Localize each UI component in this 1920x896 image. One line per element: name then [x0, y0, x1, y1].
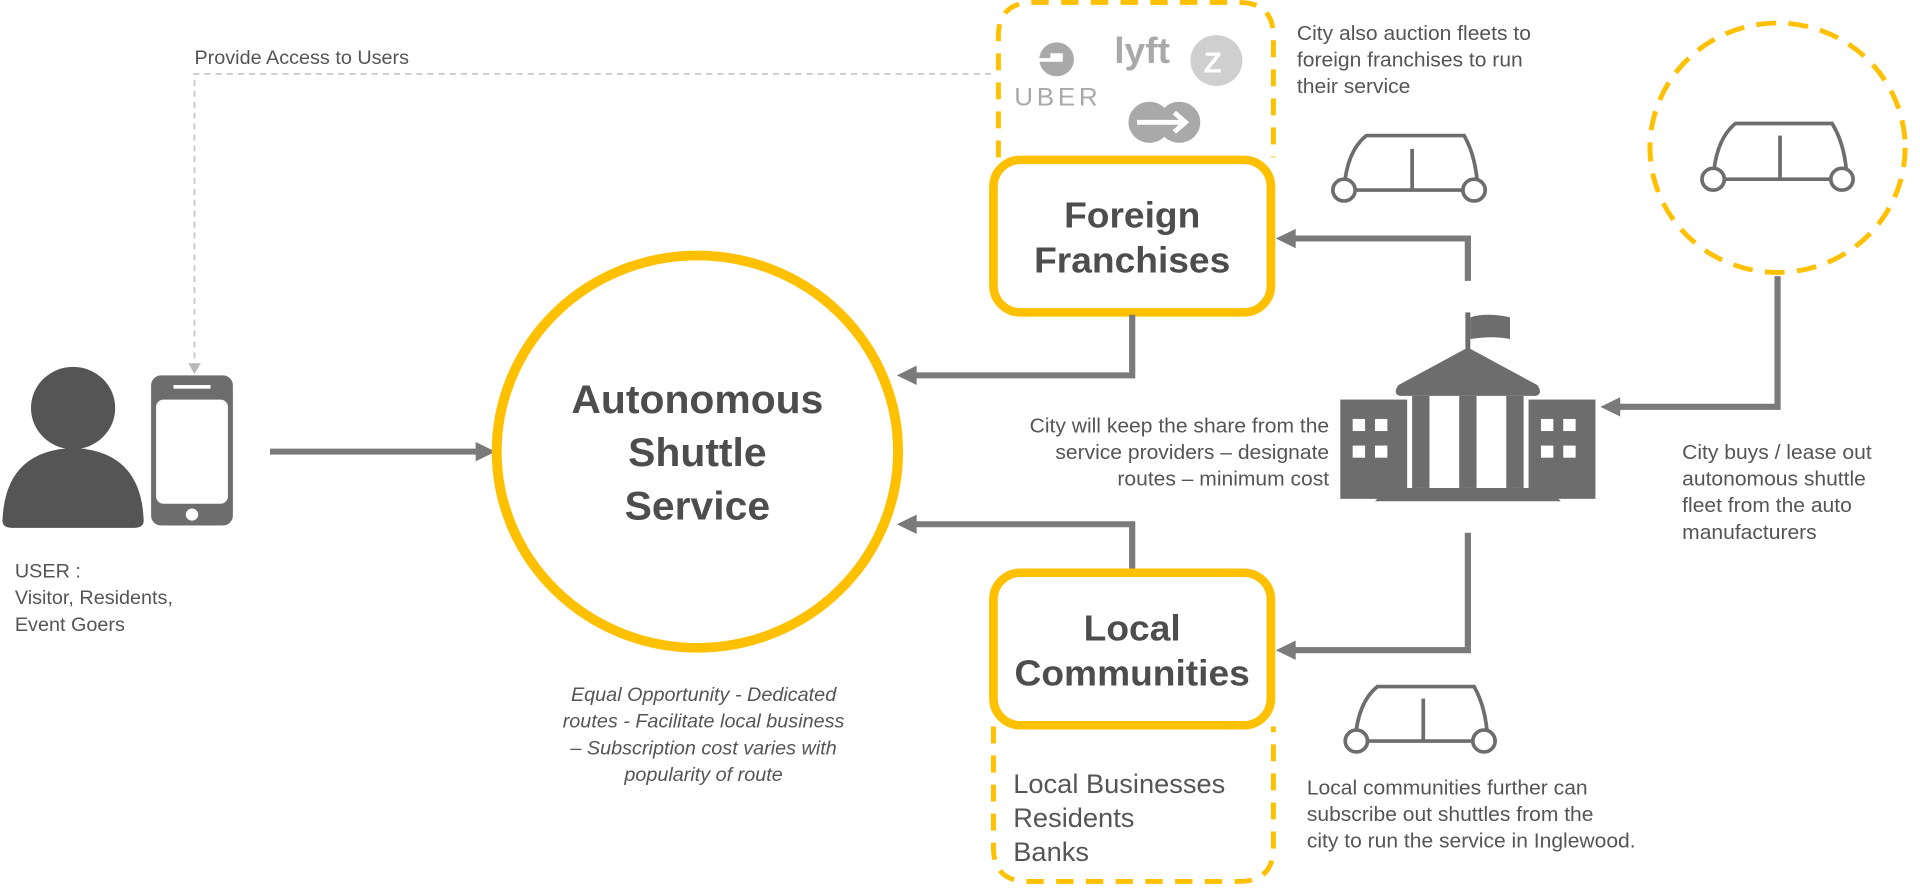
local-member-item: Local Businesses	[1013, 769, 1225, 799]
foreign-note-line: their service	[1297, 75, 1410, 98]
access-arrowhead	[188, 363, 201, 375]
foreign-franchises-node[interactable]: Foreign Franchises	[989, 155, 1276, 317]
city-hall-icon	[1340, 312, 1596, 502]
zipcar-logo: Z	[1190, 35, 1243, 86]
local-members-list: Local Businesses Residents Banks	[1013, 769, 1225, 866]
foreign-note: City also auction fleets to foreign fran…	[1297, 22, 1531, 98]
arrow-foreign-to-service	[896, 314, 1136, 386]
city-note-line: City will keep the share from the	[1030, 414, 1329, 437]
arrow-manufacturer-to-city	[1600, 276, 1781, 417]
city-note: City will keep the share from the servic…	[1030, 414, 1330, 490]
user-label-line: USER :	[15, 561, 81, 583]
local-member-item: Banks	[1013, 837, 1089, 867]
manufacturer-note: City buys / lease out autonomous shuttle…	[1682, 441, 1872, 544]
foreign-logos-container	[995, 0, 1276, 158]
lyft-text: lyft	[1114, 30, 1170, 71]
local-member-item: Residents	[1013, 803, 1134, 833]
local-note: Local communities further can subscribe …	[1307, 776, 1636, 852]
foreign-title-line: Foreign	[1064, 195, 1200, 236]
service-caption-line: Equal Opportunity - Dedicated	[571, 684, 837, 706]
manufacturer-note-line: City buys / lease out	[1682, 441, 1872, 464]
local-members-container	[990, 726, 1276, 884]
local-note-line: Local communities further can	[1307, 776, 1588, 799]
service-caption: Equal Opportunity - Dedicated routes - F…	[563, 684, 845, 786]
shuttle-car-icon	[1700, 121, 1855, 192]
shuttle-car-icon	[1330, 133, 1488, 203]
local-title-line: Communities	[1015, 653, 1250, 694]
access-connector: Provide Access to Users	[188, 47, 991, 375]
zipcar-text: Z	[1204, 47, 1222, 80]
arrow-rideshare-logo	[1128, 101, 1201, 143]
phone-icon	[151, 375, 233, 526]
arrow-city-to-local	[1275, 532, 1471, 660]
lyft-logo: lyft	[1114, 30, 1170, 71]
service-title-line: Shuttle	[628, 430, 766, 475]
arrow-local-to-service	[896, 514, 1136, 570]
foreign-note-line: foreign franchises to run	[1297, 49, 1523, 72]
local-communities-box	[989, 568, 1276, 730]
service-caption-line: – Subscription cost varies with	[569, 738, 836, 760]
manufacturer-note-line: fleet from the auto	[1682, 494, 1852, 517]
manufacturer-note-line: autonomous shuttle	[1682, 468, 1866, 491]
manufacturer-dashed-circle	[1647, 20, 1908, 275]
shuttle-car-icon	[1343, 684, 1497, 754]
foreign-title-line: Franchises	[1034, 240, 1230, 281]
user-label-line: Event Goers	[15, 614, 125, 636]
uber-logo: UBER	[1014, 42, 1101, 112]
user-icon	[2, 366, 144, 528]
autonomous-shuttle-service-node[interactable]: Autonomous Shuttle Service	[491, 250, 904, 653]
service-title-line: Service	[625, 483, 770, 528]
user-head	[30, 366, 116, 450]
user-label-line: Visitor, Residents,	[15, 587, 173, 609]
user-label: USER : Visitor, Residents, Event Goers	[15, 561, 173, 636]
user-body	[2, 448, 144, 528]
arrow-city-to-foreign	[1275, 228, 1471, 281]
local-communities-node[interactable]: Local Communities	[989, 568, 1276, 730]
manufacturer-note-line: manufacturers	[1682, 521, 1817, 544]
local-note-line: city to run the service in Inglewood.	[1307, 830, 1636, 853]
uber-text: UBER	[1014, 84, 1101, 112]
local-note-line: subscribe out shuttles from the	[1307, 803, 1594, 826]
service-title-line: Autonomous	[571, 376, 823, 421]
manufacturer-fleet-node[interactable]	[1647, 20, 1908, 275]
service-circle	[491, 250, 904, 653]
city-note-line: routes – minimum cost	[1117, 468, 1329, 491]
foreign-franchises-box	[989, 155, 1276, 317]
access-label: Provide Access to Users	[194, 47, 409, 69]
access-dashed-line	[193, 72, 991, 366]
local-title-line: Local	[1084, 608, 1181, 649]
service-caption-line: routes - Facilitate local business	[563, 711, 845, 733]
foreign-note-line: City also auction fleets to	[1297, 22, 1531, 45]
service-caption-line: popularity of route	[623, 764, 783, 786]
city-note-line: service providers – designate	[1055, 441, 1329, 464]
arrow-user-to-service	[270, 441, 496, 462]
